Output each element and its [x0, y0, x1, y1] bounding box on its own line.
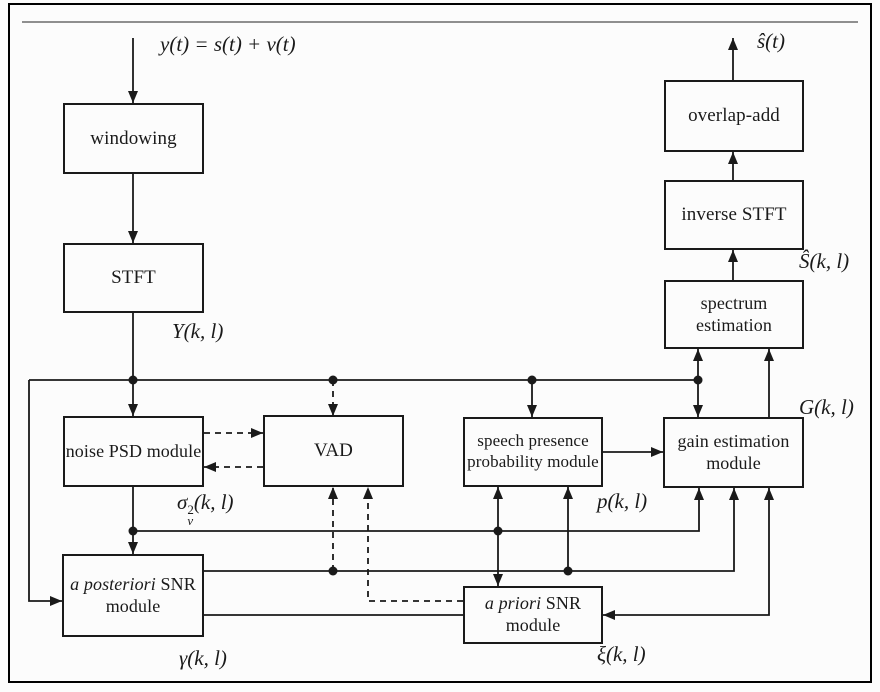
- windowing-label: windowing: [90, 127, 177, 149]
- dashed-arrow-a-priori-to-vad: [363, 487, 463, 602]
- junction-dot: [527, 375, 537, 385]
- line-a-priori-gain-bidirectional: [603, 488, 774, 620]
- inverse-stft-label: inverse STFT: [681, 204, 787, 226]
- a-priori-label-line1: a priori SNR: [484, 593, 582, 614]
- a-priori-snr-box: a priori SNR module: [463, 586, 603, 644]
- junction-dot: [493, 526, 503, 536]
- junction-dot: [128, 375, 138, 385]
- speech-presence-box: speech presence probability module: [463, 417, 603, 487]
- spectrum-output-label: Ŝ(k, l): [799, 249, 850, 273]
- vad-box: VAD: [263, 415, 404, 487]
- a-priori-label-line2: module: [505, 615, 561, 635]
- gain-estimation-box: gain estimation module: [663, 417, 804, 488]
- a-priori-output-label: ξ(k, l): [597, 642, 646, 666]
- overlap-add-label: overlap-add: [688, 105, 780, 127]
- arrow-bus-to-a-posteriori: [28, 380, 62, 606]
- noise-psd-label: noise PSD module: [65, 440, 202, 461]
- a-posteriori-snr-box: a posteriori SNR module: [62, 554, 204, 637]
- junction-dot: [128, 526, 138, 536]
- windowing-box: windowing: [63, 103, 204, 174]
- vad-label: VAD: [313, 440, 353, 462]
- gain-estimation-label-line2: module: [706, 452, 761, 473]
- a-posteriori-label-line2: module: [105, 595, 161, 616]
- a-posteriori-label-line1: a posteriori SNR: [70, 573, 196, 594]
- junction-dot: [328, 566, 338, 576]
- gain-output-label: G(k, l): [799, 395, 854, 419]
- a-posteriori-output-label: γ(k, l): [179, 646, 227, 670]
- junction-dot: [563, 566, 573, 576]
- input-signal-label: y(t) = s(t) + v(t): [160, 32, 296, 56]
- final-output-label: ŝ(t): [757, 29, 785, 53]
- gain-estimation-label-line1: gain estimation: [677, 430, 790, 451]
- spectrum-estimation-box: spectrum estimation: [664, 280, 804, 349]
- stft-box: STFT: [63, 243, 204, 313]
- junction-dot: [328, 375, 338, 385]
- line-a-posteriori-to-gain: [204, 488, 739, 572]
- stft-output-label: Y(k, l): [172, 319, 224, 343]
- speech-presence-output-label: p(k, l): [597, 489, 648, 513]
- stft-label: STFT: [111, 267, 156, 289]
- inverse-stft-box: inverse STFT: [664, 180, 804, 250]
- spectrum-estimation-label-line1: spectrum: [700, 292, 768, 313]
- noise-psd-box: noise PSD module: [63, 416, 204, 487]
- spectrum-estimation-label-line2: estimation: [696, 314, 772, 335]
- overlap-add-box: overlap-add: [664, 80, 804, 152]
- speech-presence-label-line2: probability module: [467, 452, 599, 471]
- figure-frame: [8, 3, 872, 683]
- speech-presence-label-line1: speech presence: [477, 431, 589, 451]
- junction-dot: [693, 375, 703, 385]
